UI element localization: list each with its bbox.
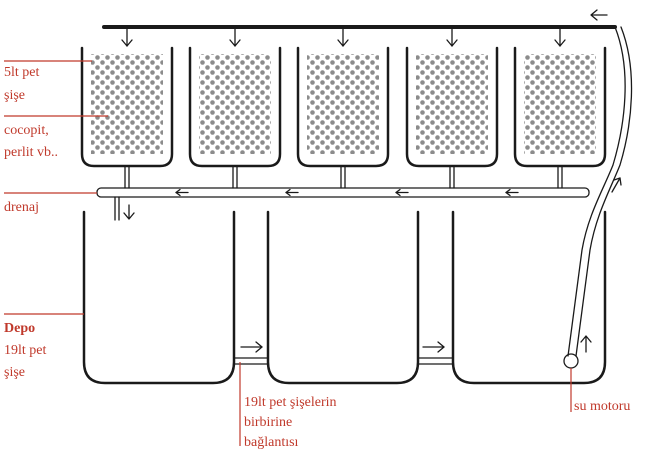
bottle-outlet: [232, 165, 238, 189]
growing-bottle-3: [296, 28, 390, 189]
growing-medium: [307, 54, 379, 154]
drain-arrow-1: [175, 188, 189, 197]
drain-down-arrow: [123, 204, 135, 220]
label-medium-line1: cocopit,: [4, 123, 49, 138]
label-5lt-bottle-line1: 5lt pet: [4, 65, 39, 80]
tank-connection-2: [417, 357, 454, 365]
pump-up-arrow: [580, 335, 592, 353]
bottle-body: [405, 46, 499, 168]
label-connection-line2: birbirine: [244, 415, 292, 430]
bottle-outlet: [557, 165, 563, 189]
label-tank-title: Depo: [4, 321, 35, 336]
feed-arrow: [446, 28, 458, 47]
label-5lt-bottle-line2: şişe: [4, 88, 25, 103]
return-hose: [567, 26, 626, 357]
tank-2: [266, 210, 420, 385]
connection-arrow-2: [422, 341, 445, 353]
bottle-body: [513, 46, 607, 168]
feed-arrow: [337, 28, 349, 47]
bottle-body: [80, 46, 174, 168]
bottle-outlet: [340, 165, 346, 189]
growing-bottle-4: [405, 28, 499, 189]
drain-arrow-2: [285, 188, 299, 197]
growing-medium: [199, 54, 271, 154]
drain-flow-arrows: [175, 188, 519, 197]
label-pump: su motoru: [574, 399, 630, 414]
feed-arrow: [121, 28, 133, 47]
drain-arrow-3: [395, 188, 409, 197]
bottle-outlet: [449, 165, 455, 189]
growing-bottle-5: [513, 28, 607, 189]
growing-bottle-1: [80, 28, 174, 189]
label-tank-line2: 19lt pet: [4, 343, 46, 358]
bottle-body: [188, 46, 282, 168]
growing-medium: [416, 54, 488, 154]
bottle-body: [296, 46, 390, 168]
drain-arrow-4: [505, 188, 519, 197]
hose-up-arrow: [611, 177, 622, 193]
feed-arrow: [229, 28, 241, 47]
tank-3: [451, 210, 607, 385]
label-medium-line2: perlit vb..: [4, 145, 58, 160]
feed-arrow: [554, 28, 566, 47]
growing-medium: [91, 54, 163, 154]
label-drain: drenaj: [4, 200, 39, 215]
top-flow-arrow: [590, 9, 608, 21]
growing-bottle-2: [188, 28, 282, 189]
label-connection-line1: 19lt pet şişelerin: [244, 395, 337, 410]
growing-medium: [524, 54, 596, 154]
tank-1: [82, 210, 236, 385]
tank-connection-1: [233, 357, 269, 365]
connection-arrow-1: [240, 341, 263, 353]
label-tank-line3: şişe: [4, 365, 25, 380]
growing-bottles: [80, 28, 607, 189]
water-pump: [563, 353, 579, 369]
drain-outlet: [114, 196, 120, 221]
return-hose-inner: [575, 26, 633, 357]
bottle-outlet: [124, 165, 130, 189]
label-connection-line3: bağlantısı: [244, 435, 299, 450]
